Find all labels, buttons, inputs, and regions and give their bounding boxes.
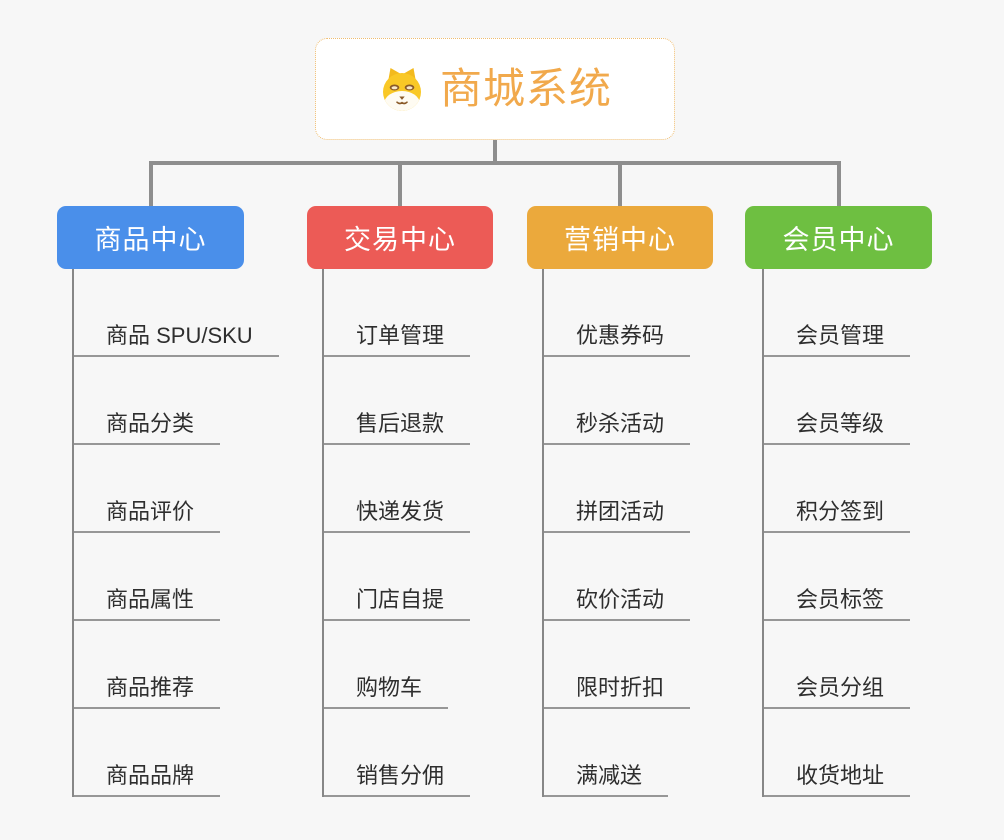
leaf-node[interactable]: 限时折扣 — [544, 675, 691, 709]
connector-horizontal-bar — [149, 161, 841, 165]
leaf-node[interactable]: 会员标签 — [764, 587, 911, 621]
leaf-node[interactable]: 商品评价 — [74, 499, 221, 533]
connector-drop-branch-2 — [398, 161, 402, 207]
connector-drop-branch-3 — [618, 161, 622, 207]
leaf-node[interactable]: 收货地址 — [764, 763, 911, 797]
leaf-node[interactable]: 商品分类 — [74, 411, 221, 445]
branch-node-product-center[interactable]: 商品中心 — [57, 206, 244, 269]
leaf-node[interactable]: 商品推荐 — [74, 675, 221, 709]
leaf-node[interactable]: 门店自提 — [324, 587, 471, 621]
branch-column-member: 会员管理 会员等级 积分签到 会员标签 会员分组 收货地址 — [762, 269, 911, 797]
leaf-node[interactable]: 会员分组 — [764, 675, 911, 709]
leaf-node[interactable]: 商品属性 — [74, 587, 221, 621]
leaf-node[interactable]: 购物车 — [324, 675, 449, 709]
root-node[interactable]: 商城系统 — [315, 38, 675, 140]
leaf-node[interactable]: 会员等级 — [764, 411, 911, 445]
branch-column-product: 商品 SPU/SKU 商品分类 商品评价 商品属性 商品推荐 商品品牌 — [72, 269, 279, 797]
leaf-node[interactable]: 售后退款 — [324, 411, 471, 445]
leaf-node[interactable]: 砍价活动 — [544, 587, 691, 621]
leaf-node[interactable]: 优惠券码 — [544, 323, 691, 357]
branch-node-trade-center[interactable]: 交易中心 — [307, 206, 493, 269]
leaf-node[interactable]: 积分签到 — [764, 499, 911, 533]
branch-column-marketing: 优惠券码 秒杀活动 拼团活动 砍价活动 限时折扣 满减送 — [542, 269, 691, 797]
leaf-node[interactable]: 快递发货 — [324, 499, 471, 533]
leaf-node[interactable]: 拼团活动 — [544, 499, 691, 533]
connector-root-stub — [493, 139, 497, 163]
leaf-node[interactable]: 秒杀活动 — [544, 411, 691, 445]
branch-node-member-center[interactable]: 会员中心 — [745, 206, 932, 269]
connector-drop-branch-4 — [837, 161, 841, 207]
leaf-node[interactable]: 销售分佣 — [324, 763, 471, 797]
leaf-node[interactable]: 订单管理 — [324, 323, 471, 357]
leaf-node[interactable]: 满减送 — [544, 763, 669, 797]
shiba-dog-icon — [382, 68, 421, 111]
branch-node-marketing-center[interactable]: 营销中心 — [527, 206, 713, 269]
connector-drop-branch-1 — [149, 161, 153, 207]
leaf-node[interactable]: 商品品牌 — [74, 763, 221, 797]
root-title: 商城系统 — [439, 65, 612, 112]
leaf-node[interactable]: 商品 SPU/SKU — [74, 323, 279, 357]
leaf-node[interactable]: 会员管理 — [764, 323, 911, 357]
branch-column-trade: 订单管理 售后退款 快递发货 门店自提 购物车 销售分佣 — [322, 269, 471, 797]
